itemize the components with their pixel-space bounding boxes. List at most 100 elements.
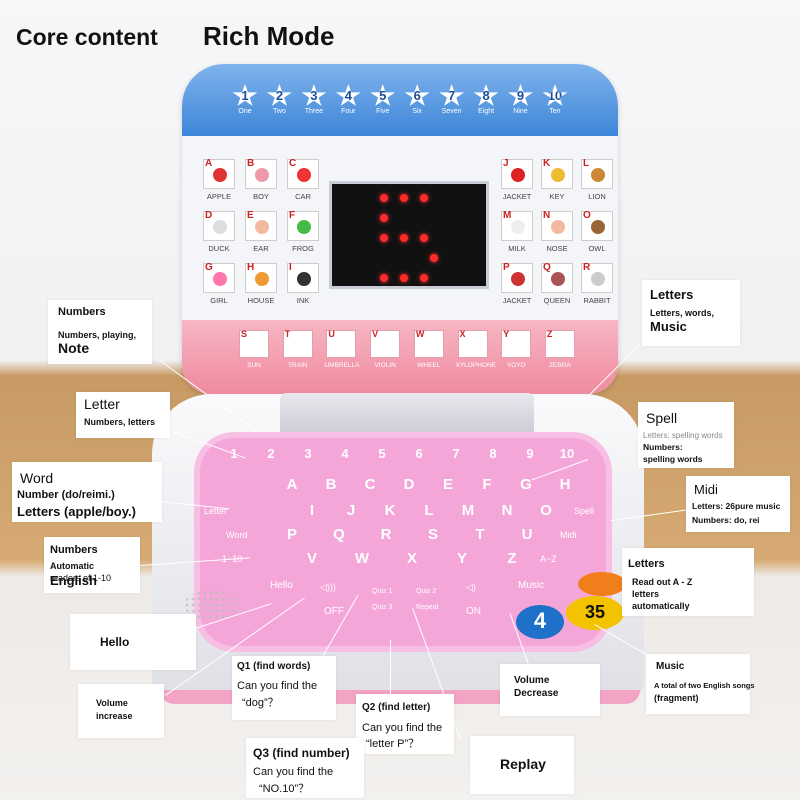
key-number-3[interactable]: 3: [304, 446, 312, 461]
tile-label: INK: [296, 296, 310, 305]
key-S[interactable]: S: [427, 526, 438, 543]
key-T[interactable]: T: [475, 526, 485, 543]
key-a-z[interactable]: A~Z: [540, 554, 557, 564]
key-number-8[interactable]: 8: [489, 446, 497, 461]
key-quiz-2[interactable]: Quiz 2: [416, 588, 437, 595]
key-number-4[interactable]: 4: [341, 446, 349, 461]
key-Y[interactable]: Y: [456, 550, 467, 567]
key-N[interactable]: N: [501, 502, 513, 519]
key-E[interactable]: E: [442, 476, 453, 493]
key-R[interactable]: R: [380, 526, 392, 543]
callout-text: readers of 1-10: [50, 573, 112, 583]
key-hello[interactable]: Hello: [270, 580, 293, 591]
key-F[interactable]: F: [482, 476, 492, 493]
key-number-5[interactable]: 5: [378, 446, 386, 461]
key-number-10[interactable]: 10: [559, 446, 575, 461]
key-midi[interactable]: Midi: [560, 530, 577, 540]
key-V[interactable]: V: [306, 550, 317, 567]
key-J[interactable]: J: [346, 502, 356, 519]
key-number-2[interactable]: 2: [267, 446, 275, 461]
key-off[interactable]: OFF: [324, 606, 344, 617]
key-word[interactable]: Word: [226, 530, 248, 540]
tile-label: MILK: [508, 244, 526, 253]
key-B[interactable]: B: [325, 476, 337, 493]
volume-up-icon[interactable]: ◁))): [320, 582, 336, 592]
key-music[interactable]: Music: [518, 580, 545, 591]
tile-letter: H: [247, 262, 255, 273]
key-on[interactable]: ON: [466, 606, 481, 617]
leader-line: [390, 640, 391, 700]
key-number-6[interactable]: 6: [415, 446, 423, 461]
picture-tile-house[interactable]: H HOUSE: [242, 262, 280, 307]
led-dot: [380, 234, 388, 242]
key-C[interactable]: C: [364, 476, 376, 493]
key-X[interactable]: X: [406, 550, 417, 567]
key-D[interactable]: D: [403, 476, 415, 493]
key-repeat[interactable]: Repeat: [416, 604, 439, 611]
key-letter[interactable]: Letter: [204, 506, 228, 516]
callout-q2: Q2 (find letter) Can you find the “lette…: [356, 694, 454, 754]
key-O[interactable]: O: [540, 502, 552, 519]
tile-icon: [591, 168, 605, 182]
key-number-9[interactable]: 9: [526, 446, 534, 461]
callout-text: Music: [650, 319, 687, 334]
key-I[interactable]: I: [309, 502, 315, 519]
tile-label: HOUSE: [247, 296, 275, 305]
key-Q[interactable]: Q: [333, 526, 345, 543]
key-W[interactable]: W: [354, 550, 370, 567]
key-number-7[interactable]: 7: [452, 446, 460, 461]
key-quiz-1[interactable]: Quiz 1: [372, 588, 393, 595]
key-P[interactable]: P: [286, 526, 297, 543]
key-L[interactable]: L: [424, 502, 434, 519]
key-M[interactable]: M: [461, 502, 475, 519]
key-Z[interactable]: Z: [507, 550, 517, 567]
key-spell[interactable]: Spell: [574, 506, 595, 516]
tile-label: WHEEL: [417, 362, 441, 369]
key-K[interactable]: K: [384, 502, 396, 519]
key-G[interactable]: G: [520, 476, 532, 493]
tile-icon: [213, 220, 227, 234]
key-H[interactable]: H: [559, 476, 571, 493]
tile-icon: [511, 272, 525, 286]
key-A[interactable]: A: [286, 476, 298, 493]
tile-letter: N: [543, 210, 551, 221]
key-quiz-3[interactable]: Quiz 3: [372, 604, 393, 611]
key-U[interactable]: U: [521, 526, 533, 543]
volume-down-icon[interactable]: ◁): [466, 582, 476, 592]
